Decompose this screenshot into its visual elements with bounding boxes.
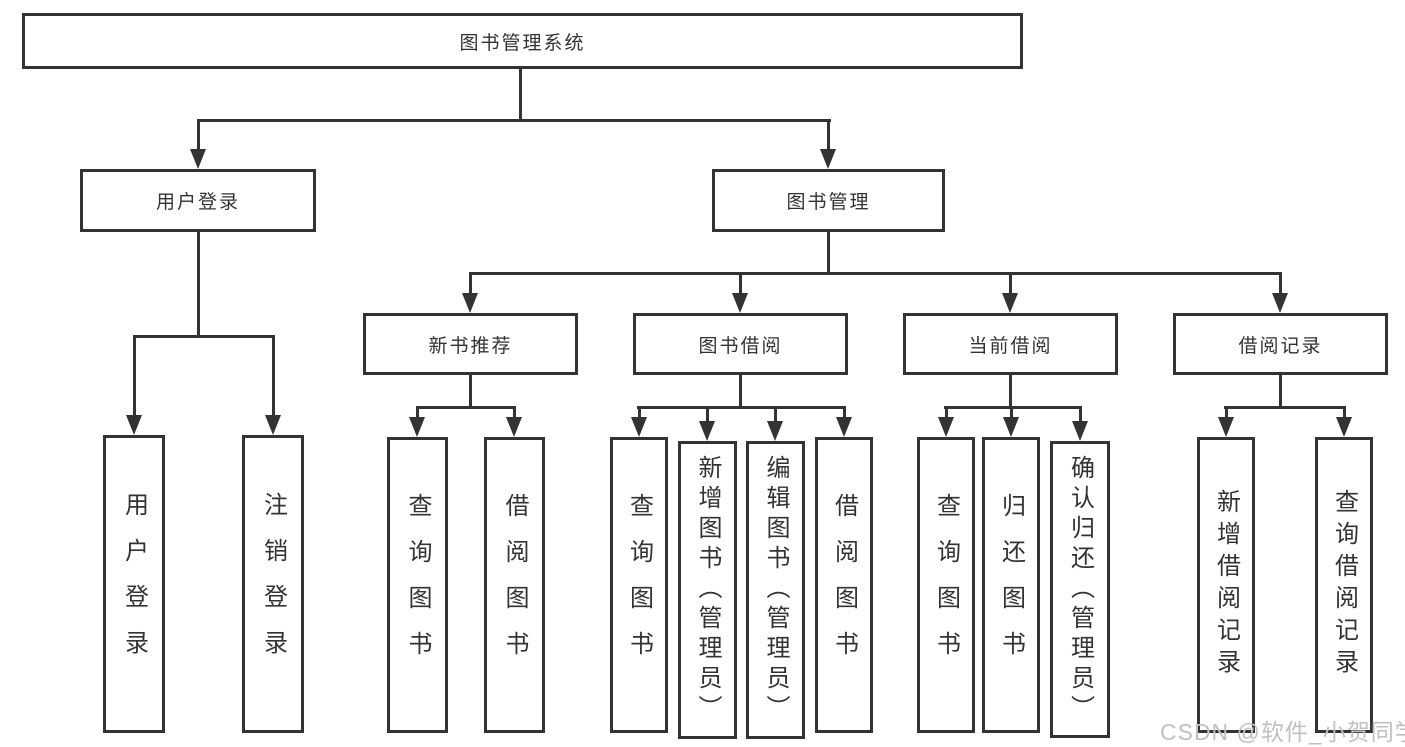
connector-line [827, 119, 830, 151]
arrow-down-icon [462, 293, 478, 313]
connector-line [519, 69, 522, 119]
leaf-logout: 注销登录 [242, 435, 304, 733]
leaf-borrow-books: 借阅图书 [815, 437, 873, 733]
node-new-book-recommendation: 新书推荐 [363, 313, 578, 375]
connector-line [1224, 406, 1345, 409]
arrow-down-icon [506, 417, 522, 437]
connector-line [638, 406, 641, 417]
leaf-query-books-borrowing: 查询图书 [610, 437, 668, 733]
arrow-down-icon [1072, 421, 1088, 441]
connector-line [706, 406, 709, 421]
node-book-management: 图书管理 [712, 169, 945, 232]
connector-line [197, 119, 200, 151]
node-library-management-system: 图书管理系统 [22, 13, 1023, 69]
connector-line [133, 335, 136, 415]
arrow-down-icon [190, 149, 206, 169]
arrow-down-icon [836, 417, 852, 437]
node-user-login: 用户登录 [80, 169, 316, 232]
connector-line [1225, 406, 1228, 417]
connector-line [1009, 272, 1012, 293]
connector-line [416, 406, 516, 409]
arrow-down-icon [1003, 417, 1019, 437]
connector-line [469, 272, 1282, 275]
arrow-down-icon [126, 415, 142, 435]
connector-line [197, 119, 831, 122]
arrow-down-icon [820, 149, 836, 169]
connector-line [513, 406, 516, 417]
arrow-down-icon [938, 417, 954, 437]
connector-line [1009, 375, 1012, 406]
connector-line [637, 406, 845, 409]
connector-line [1279, 375, 1282, 406]
connector-line [945, 406, 948, 417]
connector-line [1343, 406, 1346, 417]
leaf-query-borrow-record: 查询借阅记录 [1315, 437, 1373, 733]
connector-line [416, 406, 419, 417]
connector-line [774, 406, 777, 421]
connector-line [272, 335, 275, 415]
leaf-user-login: 用户登录 [103, 435, 165, 733]
connector-line [469, 375, 472, 406]
node-book-borrowing: 图书借阅 [633, 313, 848, 375]
connector-line [197, 232, 200, 335]
arrow-down-icon [732, 293, 748, 313]
connector-line [739, 272, 742, 293]
arrow-down-icon [409, 417, 425, 437]
leaf-borrow-books-recommend: 借阅图书 [484, 437, 545, 733]
connector-line [827, 232, 830, 272]
connector-line [133, 335, 275, 338]
leaf-confirm-return-admin: 确认归还（管理员） [1050, 441, 1110, 738]
arrow-down-icon [699, 421, 715, 441]
leaf-return-books: 归还图书 [982, 437, 1040, 733]
connector-line [1010, 406, 1013, 417]
leaf-query-books-current: 查询图书 [917, 437, 975, 733]
leaf-edit-books-admin: 编辑图书（管理员） [746, 441, 805, 739]
csdn-watermark: CSDN @软件_小贺同学 [1160, 719, 1405, 745]
arrow-down-icon [631, 417, 647, 437]
connector-line [1279, 272, 1282, 293]
arrow-down-icon [265, 415, 281, 435]
leaf-add-books-admin: 新增图书（管理员） [678, 441, 737, 739]
node-borrowing-records: 借阅记录 [1173, 313, 1388, 375]
connector-line [843, 406, 846, 417]
node-current-borrowing: 当前借阅 [903, 313, 1118, 375]
arrow-down-icon [1272, 293, 1288, 313]
connector-line [739, 375, 742, 406]
connector-line [1079, 406, 1082, 421]
arrow-down-icon [1218, 417, 1234, 437]
arrow-down-icon [767, 421, 783, 441]
connector-line [469, 272, 472, 293]
arrow-down-icon [1336, 417, 1352, 437]
leaf-query-books-recommend: 查询图书 [387, 437, 448, 733]
leaf-add-borrow-record: 新增借阅记录 [1197, 437, 1255, 733]
arrow-down-icon [1002, 293, 1018, 313]
